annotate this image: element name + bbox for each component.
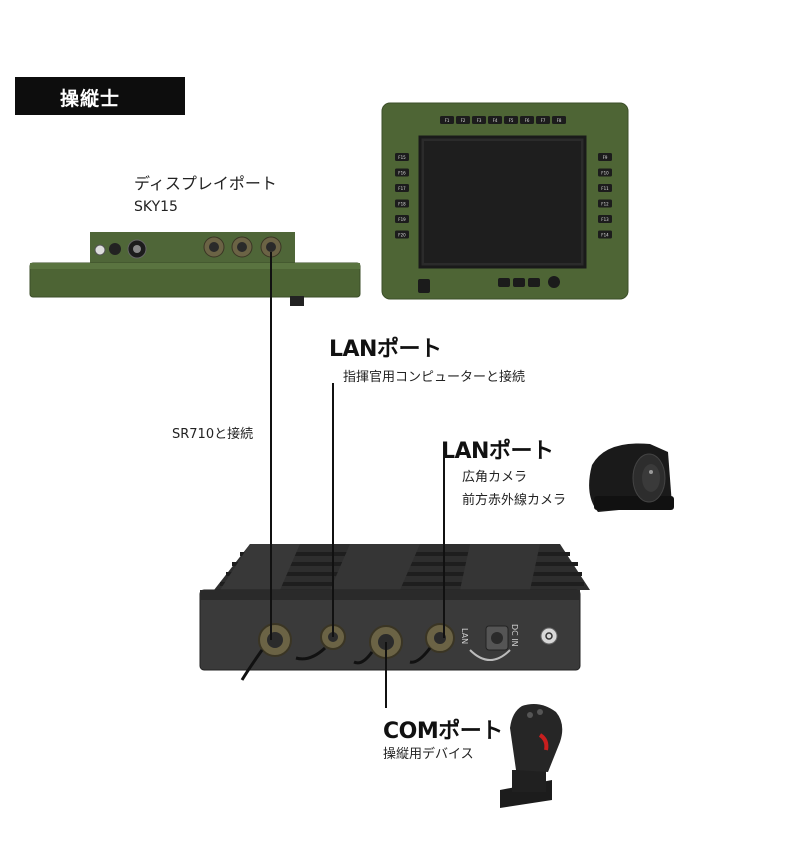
svg-text:F20: F20 (398, 233, 406, 238)
monitor-key-f12: F12 (598, 199, 612, 208)
monitor-key-f15: F15 (395, 153, 409, 161)
svg-text:F4: F4 (493, 118, 498, 123)
display-side-view (29, 232, 361, 306)
monitor-key-f3: F3 (472, 116, 486, 124)
monitor-key-f6: F6 (520, 116, 534, 124)
camera-image (589, 443, 674, 512)
com-desc: 操縦用デバイス (383, 747, 474, 762)
monitor-key-f10: F10 (598, 168, 612, 177)
lan1-desc: 指揮官用コンピューターと接続 (343, 370, 526, 385)
monitor-key-f7: F7 (536, 116, 550, 124)
monitor-key-f8: F8 (552, 116, 566, 124)
svg-text:F6: F6 (525, 118, 530, 123)
svg-text:F16: F16 (398, 171, 406, 176)
box-lan-label: LAN (460, 628, 469, 644)
svg-text:F11: F11 (601, 186, 609, 191)
svg-text:F7: F7 (541, 118, 546, 123)
lan2-desc2: 前方赤外線カメラ (462, 493, 567, 508)
svg-text:F9: F9 (603, 155, 608, 160)
monitor-key-f16: F16 (395, 168, 409, 177)
svg-text:F15: F15 (398, 155, 406, 160)
lan2-desc1: 広角カメラ (462, 470, 528, 485)
box-dc-label: DC IN (510, 624, 519, 647)
svg-text:F17: F17 (398, 186, 406, 191)
monitor-key-f20: F20 (395, 230, 409, 239)
monitor-key-f13: F13 (598, 215, 612, 223)
monitor-key-f1: F1 (440, 116, 454, 124)
svg-text:F1: F1 (445, 118, 450, 123)
svg-text:F5: F5 (509, 118, 514, 123)
svg-text:F2: F2 (461, 118, 466, 123)
lan1-title: LANポート (329, 337, 442, 362)
lan2-title: LANポート (441, 439, 554, 464)
monitor-key-f4: F4 (488, 116, 502, 124)
svg-text:F12: F12 (601, 202, 609, 207)
svg-text:F14: F14 (601, 233, 609, 238)
page-title: 操縦士 (60, 88, 121, 110)
svg-text:F18: F18 (398, 202, 406, 207)
sr710-label: SR710と接続 (172, 427, 254, 442)
monitor-key-f5: F5 (504, 116, 518, 124)
connection-lines (270, 252, 445, 708)
com-title: COMポート (383, 719, 503, 744)
monitor-key-f17: F17 (395, 184, 409, 192)
monitor-key-f9: F9 (598, 153, 612, 161)
display-model-label: SKY15 (134, 199, 178, 215)
monitor-key-f18: F18 (395, 199, 409, 208)
monitor-key-f14: F14 (598, 230, 612, 239)
box-computer (199, 544, 590, 681)
svg-text:F19: F19 (398, 217, 406, 222)
joystick-image (500, 704, 563, 808)
title-bar (15, 77, 185, 115)
monitor-key-f2: F2 (456, 116, 470, 124)
svg-text:F10: F10 (601, 171, 609, 176)
svg-text:F8: F8 (557, 118, 562, 123)
svg-text:F3: F3 (477, 118, 482, 123)
monitor-top-keys: F1 F2 F3 F4 F5 F6 F7 F8 (440, 116, 566, 124)
svg-text:F13: F13 (601, 217, 609, 222)
monitor-key-f19: F19 (395, 215, 409, 223)
display-port-label: ディスプレイポート (134, 174, 277, 193)
monitor-key-f11: F11 (598, 184, 612, 192)
